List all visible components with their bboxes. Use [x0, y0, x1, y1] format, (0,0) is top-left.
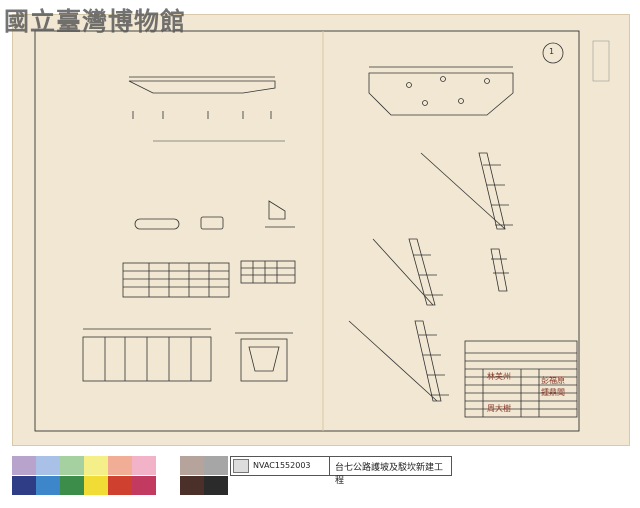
- color-swatch: [156, 476, 180, 495]
- steel-quantity-table: [122, 262, 230, 298]
- retaining-wall-section-1: [420, 152, 513, 230]
- grid-table: [240, 260, 296, 284]
- drawing-sheet: 林美州 周大樹 彭福原 鍾鼎聞 1: [12, 14, 630, 446]
- signature-1: 林美州: [487, 372, 511, 381]
- color-swatch: [180, 476, 204, 495]
- catalog-title: 台七公路護坡及駁坎新建工程: [335, 463, 444, 486]
- margin-annotation: [592, 40, 610, 82]
- cross-section: [235, 332, 293, 382]
- color-swatch: [84, 476, 108, 495]
- color-swatch: [108, 476, 132, 495]
- technical-drawing: [34, 30, 610, 432]
- color-swatch: [36, 456, 60, 475]
- catalog-id: NVAC1552003: [253, 461, 311, 470]
- color-swatch: [12, 476, 36, 495]
- color-swatch: [84, 456, 108, 475]
- retaining-wall-section-3: [490, 248, 509, 292]
- title-block: [464, 340, 578, 418]
- retaining-wall-section-2: [372, 238, 443, 306]
- color-swatch: [132, 456, 156, 475]
- color-swatch: [12, 456, 36, 475]
- color-swatch: [60, 476, 84, 495]
- sheet-number: 1: [549, 47, 555, 56]
- label-divider: [329, 457, 330, 475]
- signature-2: 周大樹: [487, 404, 511, 413]
- catalog-label: NVAC1552003 台七公路護坡及駁坎新建工程: [230, 456, 452, 486]
- color-swatch: [60, 456, 84, 475]
- stamp-2: 鍾鼎聞: [541, 388, 565, 397]
- stamp-1: 彭福原: [541, 376, 565, 385]
- sheet-number-circle: [542, 42, 564, 64]
- color-calibration-strip: [12, 456, 230, 496]
- drawing-frame: [34, 30, 580, 432]
- plan-view: [82, 328, 212, 382]
- color-swatch: [204, 476, 228, 495]
- color-swatch: [108, 456, 132, 475]
- color-swatch: [132, 476, 156, 495]
- slot-details: [134, 200, 295, 230]
- color-swatch: [204, 456, 228, 475]
- archive-icon: [233, 459, 249, 473]
- color-swatch: [156, 456, 180, 475]
- museum-watermark: 國立臺灣博物館: [4, 7, 187, 36]
- color-swatch: [36, 476, 60, 495]
- beam-elevation: [128, 76, 285, 142]
- front-elevation: [368, 66, 514, 116]
- color-swatch: [180, 456, 204, 475]
- retaining-wall-section-4: [348, 320, 449, 402]
